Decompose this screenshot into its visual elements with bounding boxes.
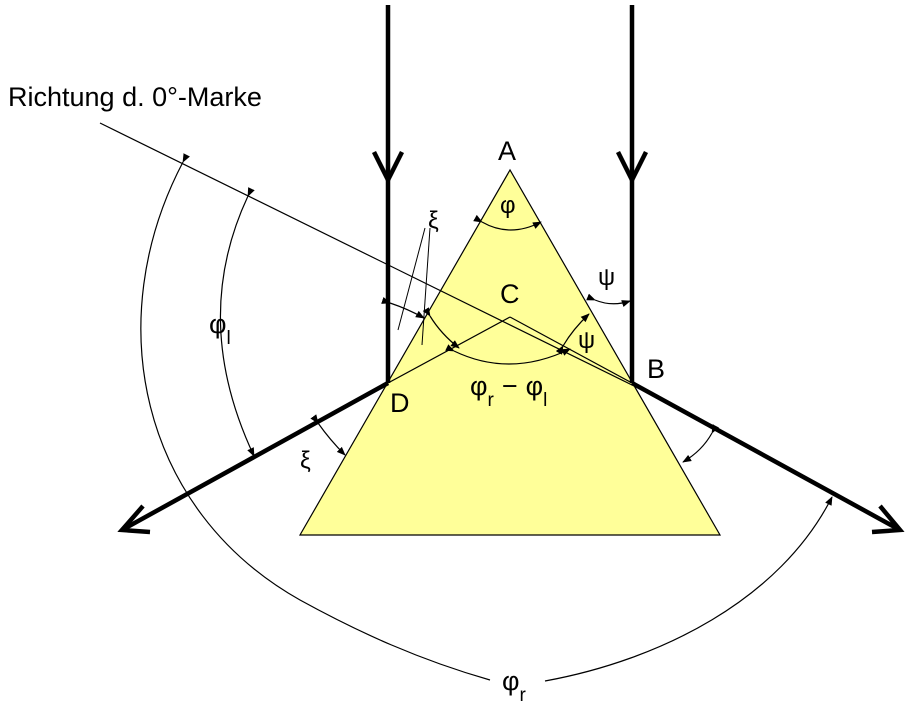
vertex-a-label: A (498, 136, 516, 166)
vertex-b-label: B (647, 354, 665, 384)
phi-l-symbol: φ (209, 309, 227, 339)
vertex-c-label: C (500, 279, 520, 309)
angle-arc-phi-r-right (544, 496, 833, 682)
diff-phi-l-symbol: φ (526, 371, 544, 401)
phi-r-symbol: φ (502, 666, 520, 696)
xi-aux-line-1 (397, 227, 426, 331)
angle-arc-psi-inner (555, 313, 590, 355)
diff-r-subscript: r (488, 390, 495, 411)
diff-l-subscript: l (543, 390, 547, 411)
angle-arc-xi-upper (381, 297, 425, 319)
phi-difference-label: φr−φl (470, 371, 547, 411)
psi-outer-label: ψ (598, 264, 615, 291)
prism-triangle (298, 168, 722, 536)
angle-arc-phi-l (219, 187, 255, 457)
angle-arc-phi-r-left (140, 153, 491, 681)
vertex-d-label: D (390, 388, 410, 418)
psi-inner-label: ψ (578, 327, 595, 354)
xi-upper-label: ξ (428, 207, 439, 234)
zero-mark-direction-line (99, 122, 633, 386)
angle-arc-psi-outer (586, 293, 631, 307)
diff-minus-sign: − (502, 371, 518, 401)
reflected-beam-left (120, 381, 390, 532)
reflected-beam-right (630, 381, 902, 532)
diff-phi-r-symbol: φ (470, 371, 488, 401)
angle-arc-phi-apex (473, 214, 542, 231)
reflected-arrow-right (871, 504, 905, 535)
angle-arc-xi-lower (310, 414, 346, 456)
incoming-arrow-right (615, 150, 649, 186)
xi-lower-label: ξ (300, 447, 311, 474)
incoming-arrow-left (371, 150, 405, 186)
phi-l-subscript: l (227, 328, 231, 349)
reflected-arrow-left (117, 504, 151, 535)
angle-arc-lower-right (682, 424, 720, 463)
phi-r-label: φr (502, 666, 527, 706)
direction-marker-label: Richtung d. 0°-Marke (8, 82, 262, 112)
phi-r-subscript: r (520, 685, 527, 706)
phi-l-label: φl (209, 309, 231, 349)
phi-apex-label: φ (500, 192, 516, 219)
